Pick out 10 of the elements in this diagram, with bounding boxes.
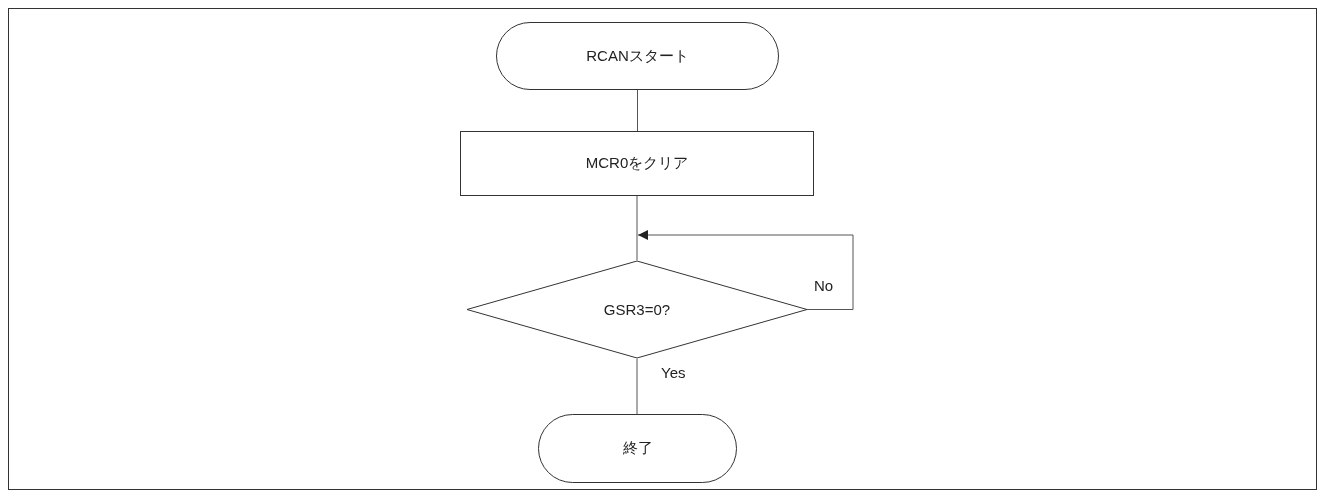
node-label: 終了: [622, 439, 653, 458]
node-label: GSR3=0?: [603, 301, 671, 318]
connector-line: [637, 89, 638, 132]
connector-line: [636, 357, 638, 415]
arrow: [637, 230, 854, 310]
node-label: MCR0をクリア: [585, 154, 689, 173]
connector-line: [636, 195, 638, 262]
node-label: RCANスタート: [586, 46, 689, 66]
decision-diamond: [467, 261, 807, 358]
process-box: [460, 131, 814, 196]
